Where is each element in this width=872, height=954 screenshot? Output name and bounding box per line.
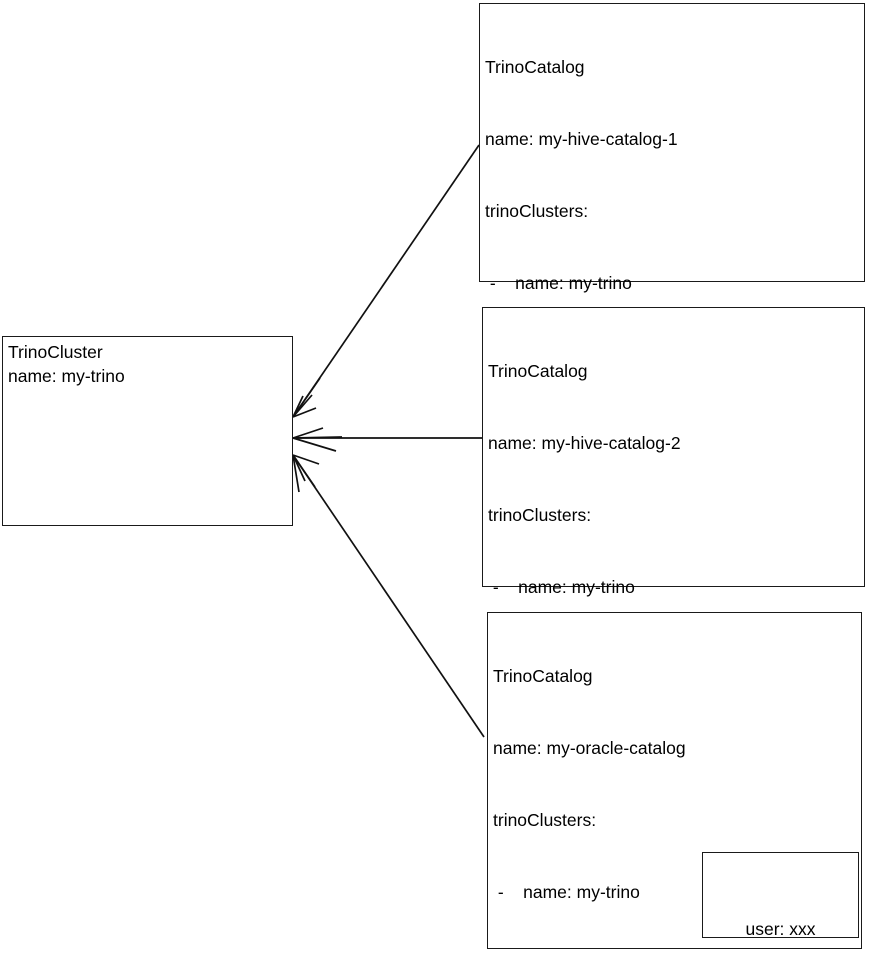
catalog2-line-clusters: trinoClusters: [488, 505, 592, 525]
trino-catalog-node-hive-2[interactable]: TrinoCatalog name: my-hive-catalog-2 tri… [482, 307, 865, 885]
credentials-secret-node[interactable]: user: xxx password: xxx [702, 852, 859, 939]
catalog3-line-clusters: trinoClusters: [493, 810, 597, 830]
trino-cluster-text: TrinoCluster name: my-trino [8, 342, 125, 386]
catalog2-line-kind: TrinoCatalog [488, 361, 588, 381]
credentials-secret-text: user: xxx password: xxx [703, 869, 858, 954]
catalog1-line-name: name: my-hive-catalog-1 [485, 129, 678, 149]
catalog1-line-cluster-item: - name: my-trino [485, 273, 632, 293]
catalog2-line-name: name: my-hive-catalog-2 [488, 433, 681, 453]
catalog1-line-kind: TrinoCatalog [485, 57, 585, 77]
edge-catalog3-to-cluster [292, 454, 485, 738]
trino-cluster-node[interactable]: TrinoCluster name: my-trino [2, 336, 293, 526]
edge-catalog1-to-cluster [292, 144, 480, 418]
catalog3-line-cluster-item: - name: my-trino [493, 882, 640, 902]
trino-catalog-3-text: TrinoCatalog name: my-oracle-catalog tri… [493, 616, 857, 954]
trino-catalog-node-hive-1[interactable]: TrinoCatalog name: my-hive-catalog-1 tri… [479, 3, 865, 653]
edge-catalog2-to-cluster [292, 427, 482, 452]
catalog2-line-cluster-item: - name: my-trino [488, 577, 635, 597]
credentials-line-user: user: xxx [745, 919, 816, 939]
catalog3-line-kind: TrinoCatalog [493, 666, 593, 686]
catalog3-line-name: name: my-oracle-catalog [493, 738, 686, 758]
catalog1-line-clusters: trinoClusters: [485, 201, 589, 221]
